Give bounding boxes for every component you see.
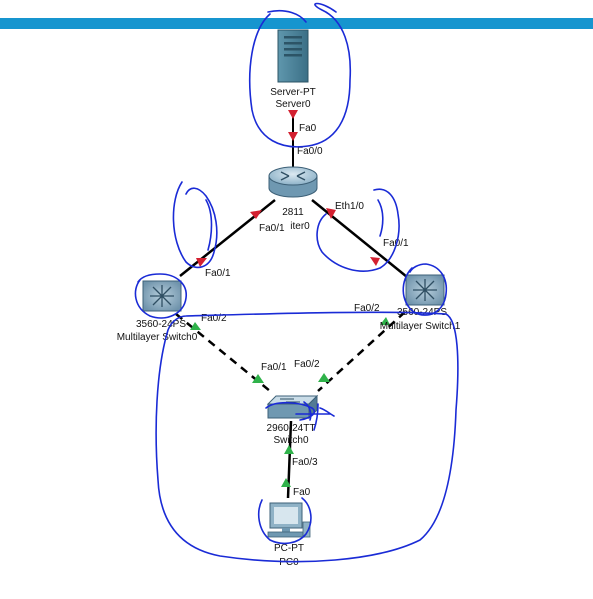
port-label-router-eth10: Eth1/0 bbox=[335, 201, 364, 212]
router-name-label: iter0 bbox=[290, 221, 310, 232]
server-device[interactable]: Server-PT Server0 bbox=[270, 29, 316, 110]
ink-circle-left bbox=[172, 181, 218, 269]
port-down-marker bbox=[288, 132, 298, 141]
switch0-name-label: Switch0 bbox=[273, 435, 308, 446]
port-label-router-fa01: Fa0/1 bbox=[259, 223, 285, 234]
multilayer-switch-icon bbox=[405, 274, 445, 306]
port-down-marker bbox=[250, 210, 262, 219]
ink-circle-right bbox=[316, 188, 400, 272]
pc0-name-label: PC0 bbox=[279, 557, 299, 568]
port-label-mls0-fa02: Fa0/2 bbox=[201, 313, 227, 324]
port-down-marker bbox=[370, 257, 380, 266]
link-mls1-switch bbox=[317, 311, 406, 392]
port-label-sw-fa02: Fa0/2 bbox=[294, 359, 320, 370]
server-name-label: Server0 bbox=[275, 99, 310, 110]
ink-circle-pc bbox=[257, 497, 312, 545]
port-label-mls0-fa01: Fa0/1 bbox=[205, 268, 231, 279]
port-down-marker bbox=[288, 110, 298, 119]
pc0-model-label: PC-PT bbox=[274, 543, 304, 554]
server-icon bbox=[277, 29, 309, 83]
mls0-model-label: 3560-24PS bbox=[136, 319, 186, 330]
top-blue-bar bbox=[0, 18, 593, 29]
port-down-marker bbox=[326, 208, 336, 219]
pc0-device[interactable]: PC-PT PC0 bbox=[267, 502, 311, 568]
port-label-mls1-fa02: Fa0/2 bbox=[354, 303, 380, 314]
port-up-marker bbox=[190, 322, 201, 330]
port-up-marker bbox=[284, 445, 294, 454]
mls0-device[interactable]: 3560-24PS Multilayer Switch0 bbox=[117, 280, 198, 343]
mls0-name-label: Multilayer Switch0 bbox=[117, 332, 198, 343]
ink-circle-mls1 bbox=[402, 263, 448, 316]
port-label-server-fa0: Fa0 bbox=[299, 123, 317, 134]
router-model-label: 2811 bbox=[282, 207, 304, 218]
server-model-label: Server-PT bbox=[270, 87, 316, 98]
port-up-marker bbox=[380, 317, 390, 325]
pc-icon bbox=[267, 502, 311, 538]
port-up-marker bbox=[252, 374, 264, 383]
router-icon bbox=[268, 166, 318, 198]
multilayer-switch-icon bbox=[142, 280, 182, 312]
port-label-sw-fa03: Fa0/3 bbox=[292, 457, 318, 468]
mls1-name-label: Multilayer Switch1 bbox=[380, 321, 461, 332]
ink-annotations bbox=[134, 2, 459, 563]
port-up-marker bbox=[318, 373, 330, 382]
ink-circle-mls0 bbox=[134, 273, 187, 319]
router-device[interactable]: 2811 iter0 bbox=[268, 166, 318, 232]
link-mls0-switch bbox=[175, 313, 271, 392]
mls1-device[interactable]: 3560-24PS Multilayer Switch1 bbox=[380, 274, 461, 332]
switch0-model-label: 2960-24TT bbox=[267, 423, 316, 434]
port-down-marker bbox=[196, 258, 207, 267]
port-up-marker bbox=[281, 478, 291, 487]
ink-mark-switch bbox=[265, 401, 335, 431]
ink-big-loop bbox=[155, 311, 459, 563]
port-label-pc-fa0: Fa0 bbox=[293, 487, 311, 498]
port-label-sw-fa01: Fa0/1 bbox=[261, 362, 287, 373]
ink-circle-server bbox=[248, 2, 352, 148]
port-label-router-fa00: Fa0/0 bbox=[297, 146, 323, 157]
port-markers bbox=[190, 110, 390, 487]
